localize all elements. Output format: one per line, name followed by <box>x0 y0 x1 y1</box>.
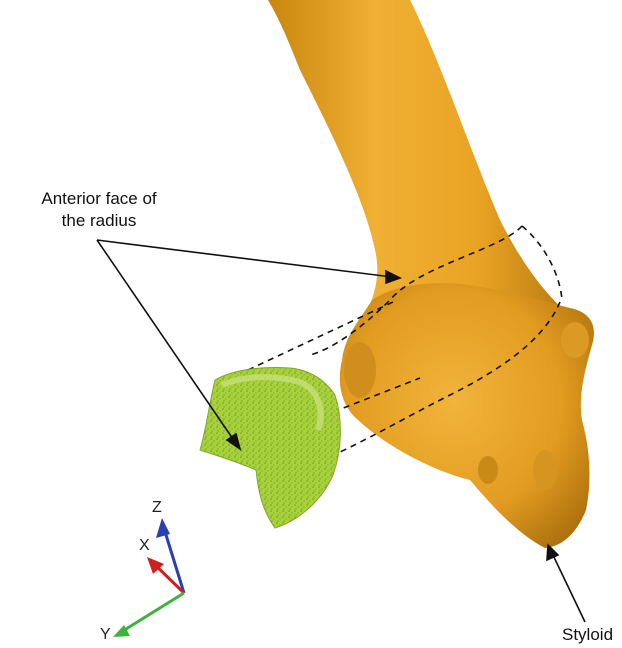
x-axis-label: X <box>139 537 150 555</box>
bone-tubercle <box>561 322 589 358</box>
axis-triad <box>113 518 184 637</box>
bone-tubercle <box>344 342 376 398</box>
radius-shaft <box>268 0 570 330</box>
z-axis-arrow <box>156 518 170 538</box>
styloid-label: Styloid <box>562 624 613 646</box>
radius-cross-section <box>200 368 340 529</box>
anterior-face-label-line1: Anterior face of <box>14 188 184 210</box>
anterior-face-label-line2: the radius <box>14 210 184 232</box>
bone-tubercle <box>478 456 498 484</box>
anterior-face-label: Anterior face of the radius <box>14 188 184 232</box>
bone-tubercle <box>533 450 557 490</box>
radius-distal-head <box>340 283 594 548</box>
y-axis-label: Y <box>100 626 111 644</box>
z-axis-label: Z <box>152 499 162 517</box>
